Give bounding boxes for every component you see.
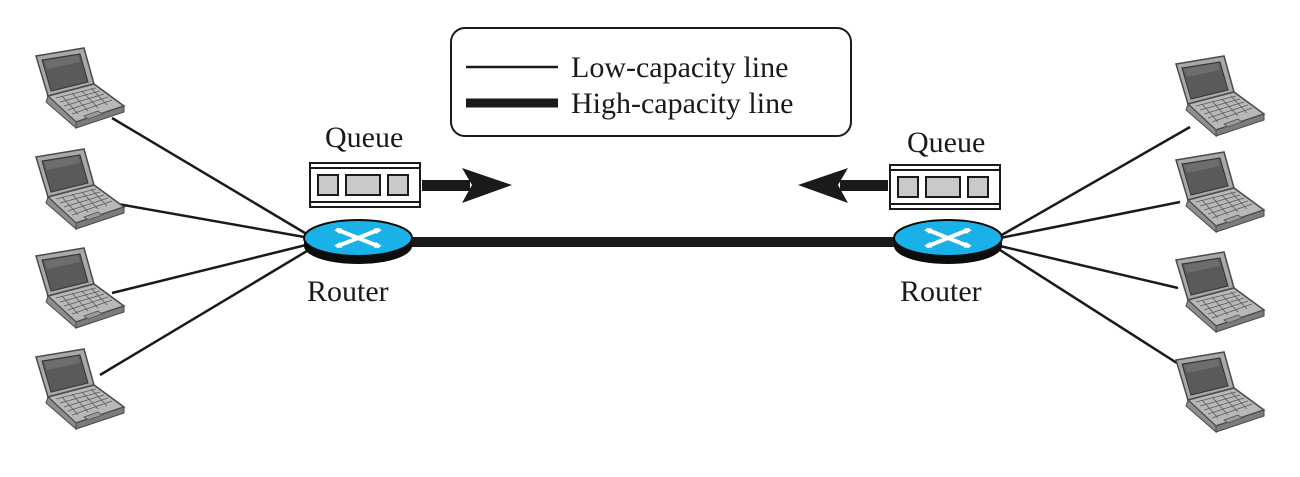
arrow-left-icon: [798, 168, 888, 203]
right-router-label: Router: [900, 275, 982, 308]
laptop-icon: [1175, 251, 1265, 333]
high-capacity-label: High-capacity line: [571, 87, 793, 120]
laptop-icon: [35, 348, 125, 430]
low-capacity-label: Low-capacity line: [571, 51, 788, 84]
left-low-capacity-lines: [99, 116, 313, 377]
legend-box: [450, 27, 852, 137]
laptop-icon: [1175, 351, 1265, 433]
right-link-4: [999, 248, 1181, 367]
right-low-capacity-lines: [999, 125, 1191, 367]
laptop-icon: [35, 247, 125, 329]
legend: Low-capacity line High-capacity line: [450, 27, 852, 137]
right-queue-label: Queue: [907, 126, 985, 159]
laptop-icon: [35, 47, 125, 129]
left-link-1: [111, 116, 311, 238]
right-link-3: [999, 244, 1179, 290]
laptop-icon: [35, 148, 125, 230]
arrow-right-icon: [422, 168, 512, 203]
laptop-icon: [1175, 151, 1265, 233]
left-queue-label: Queue: [325, 121, 403, 154]
left-router-label: Router: [307, 275, 389, 308]
right-link-2: [999, 200, 1181, 240]
laptop-icon: [1175, 55, 1265, 137]
left-link-2: [111, 201, 311, 240]
left-queue: [309, 162, 421, 208]
left-link-4: [99, 246, 313, 377]
router-icon: [302, 218, 414, 266]
right-queue: [889, 164, 1001, 210]
right-link-1: [999, 125, 1191, 238]
router-icon: [892, 218, 1004, 266]
left-link-3: [111, 242, 311, 295]
